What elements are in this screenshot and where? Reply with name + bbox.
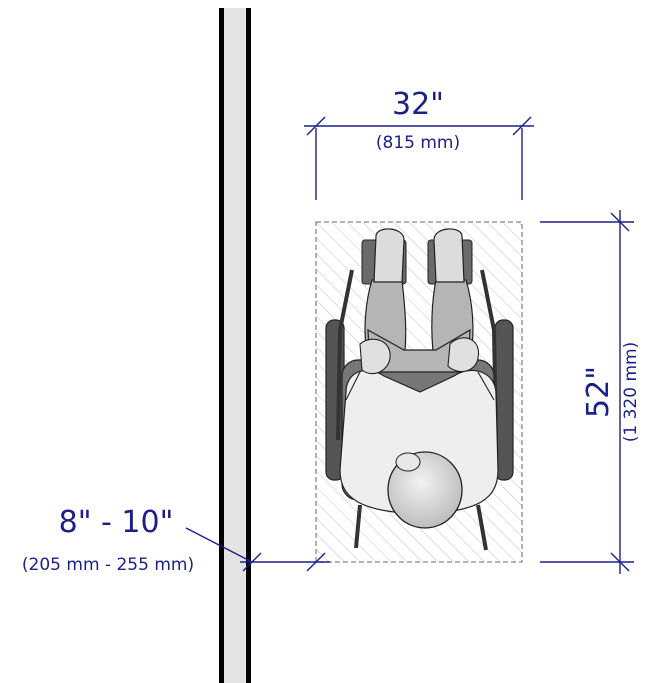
wheelchair-user-figure <box>325 228 514 551</box>
wall-offset-metric-label: (205 mm - 255 mm) <box>22 555 194 575</box>
width-imperial-label: 32" <box>392 87 444 122</box>
wall-offset-dimension: 8" - 10" (205 mm - 255 mm) <box>22 505 330 575</box>
depth-metric-label: (1 320 mm) <box>621 342 641 442</box>
depth-dimension: 52" (1 320 mm) <box>540 210 641 574</box>
depth-imperial-label: 52" <box>581 366 616 418</box>
width-metric-label: (815 mm) <box>376 133 460 153</box>
width-dimension: 32" (815 mm) <box>304 87 534 200</box>
wall <box>219 8 251 683</box>
wall-offset-imperial-label: 8" - 10" <box>59 505 174 540</box>
